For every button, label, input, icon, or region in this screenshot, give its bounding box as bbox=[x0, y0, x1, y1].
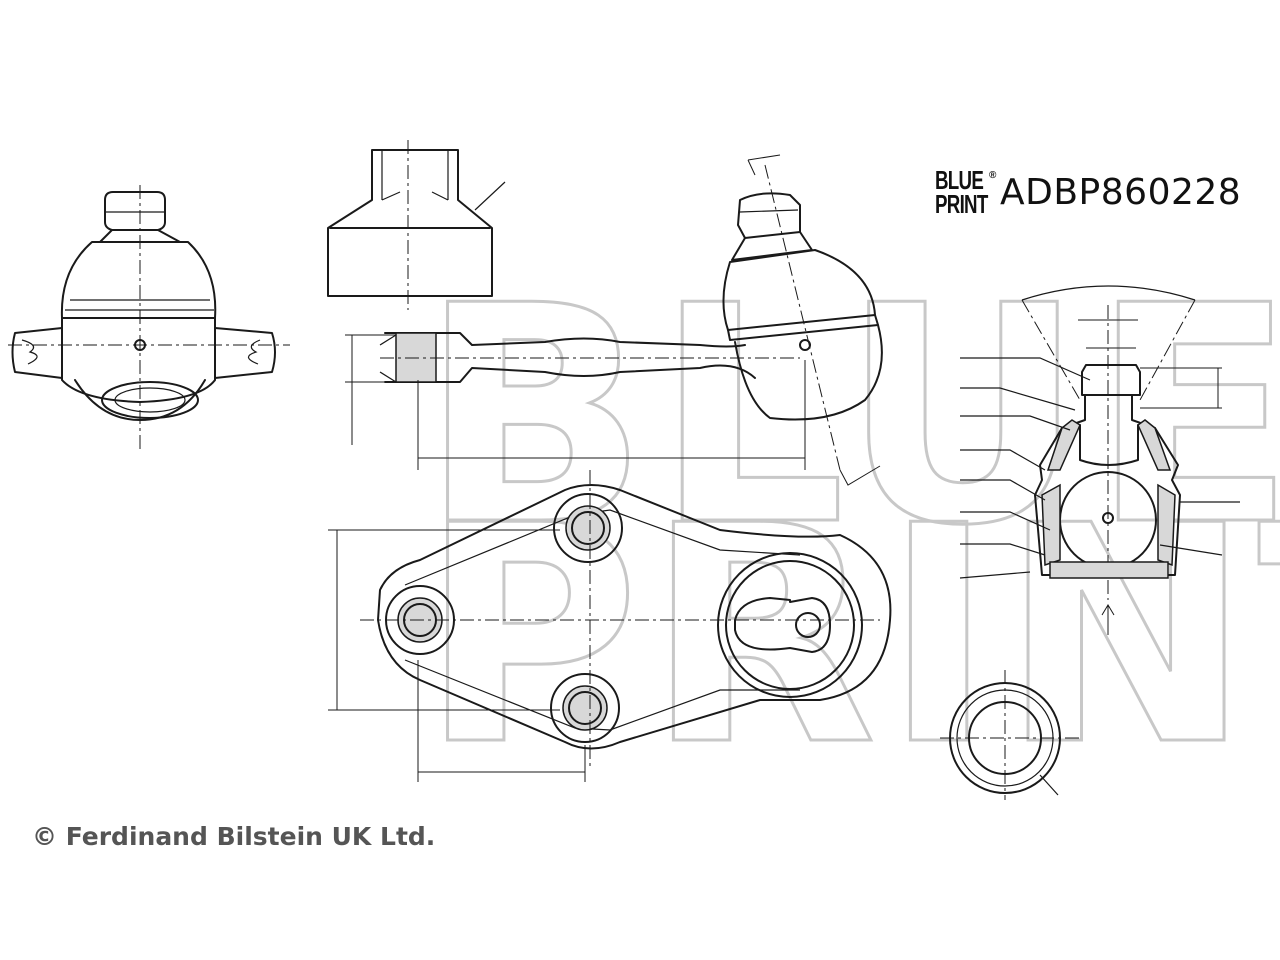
arm-top-view bbox=[345, 332, 806, 470]
registered-mark: ® bbox=[989, 170, 996, 181]
copyright-notice: © Ferdinand Bilstein UK Ltd. bbox=[32, 822, 436, 851]
watermark-line1: BLUE bbox=[420, 242, 1280, 591]
ball-joint-angled-view bbox=[722, 154, 883, 486]
ball-joint-side-view bbox=[8, 185, 290, 450]
watermark-line2: PRINT bbox=[420, 462, 1280, 811]
socket-section-view bbox=[327, 140, 506, 310]
watermark: BLUE PRINT bbox=[419, 241, 1280, 813]
ball-joint-cross-section bbox=[959, 285, 1240, 635]
part-number: ADBP860228 bbox=[1000, 172, 1242, 213]
brand-logo: BLUE PRINT ® bbox=[935, 165, 996, 228]
brand-logo-line1: BLUE bbox=[935, 165, 984, 195]
flange-plate-view bbox=[328, 470, 892, 782]
brand-logo-line2: PRINT bbox=[935, 189, 988, 219]
ring-view bbox=[940, 670, 1080, 800]
